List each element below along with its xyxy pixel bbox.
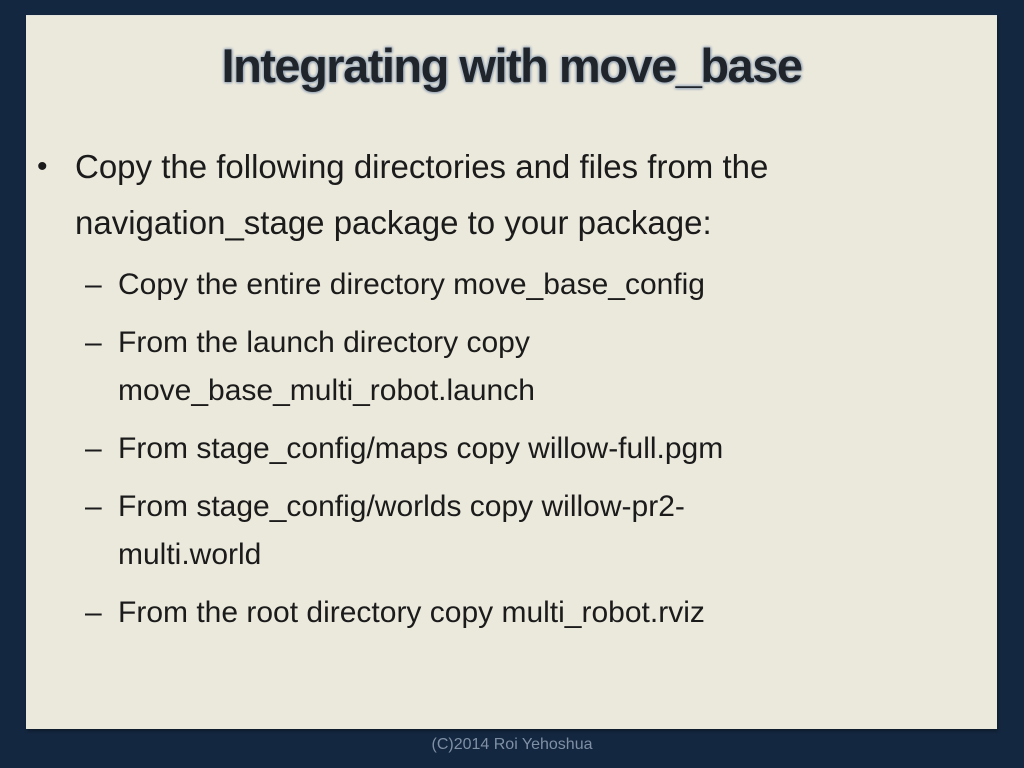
bullet-dot-marker: •	[37, 150, 48, 183]
dash-marker: –	[85, 596, 102, 629]
sub-bullet-item: – From the launch directory copy move_ba…	[26, 319, 979, 415]
bullet-text: Copy the following directories and files…	[75, 148, 769, 241]
sub-bullet-text: From stage_config/maps copy willow-full.…	[118, 432, 724, 465]
sub-bullet-text: From stage_config/worlds copy willow-pr2…	[118, 490, 685, 571]
sub-bullet-item: – Copy the entire directory move_base_co…	[26, 261, 979, 309]
sub-bullet-text: From the root directory copy multi_robot…	[118, 596, 705, 629]
slide-body: • Copy the following directories and fil…	[26, 139, 997, 637]
slide-title: Integrating with move_base	[221, 39, 803, 92]
dash-marker: –	[85, 268, 102, 301]
slide-panel: Integrating with move_base • Copy the fo…	[26, 15, 997, 729]
dash-marker: –	[85, 326, 102, 359]
copyright-footer: (C)2014 Roi Yehoshua	[431, 736, 593, 753]
sub-bullet-item: – From stage_config/maps copy willow-ful…	[26, 425, 979, 473]
sub-bullet-item: – From the root directory copy multi_rob…	[26, 589, 979, 637]
sub-bullet-text: From the launch directory copy move_base…	[118, 326, 535, 407]
bullet-item: • Copy the following directories and fil…	[26, 139, 979, 251]
sub-bullet-text: Copy the entire directory move_base_conf…	[118, 268, 705, 301]
sub-bullet-item: – From stage_config/worlds copy willow-p…	[26, 483, 979, 579]
dash-marker: –	[85, 490, 102, 523]
dash-marker: –	[85, 432, 102, 465]
